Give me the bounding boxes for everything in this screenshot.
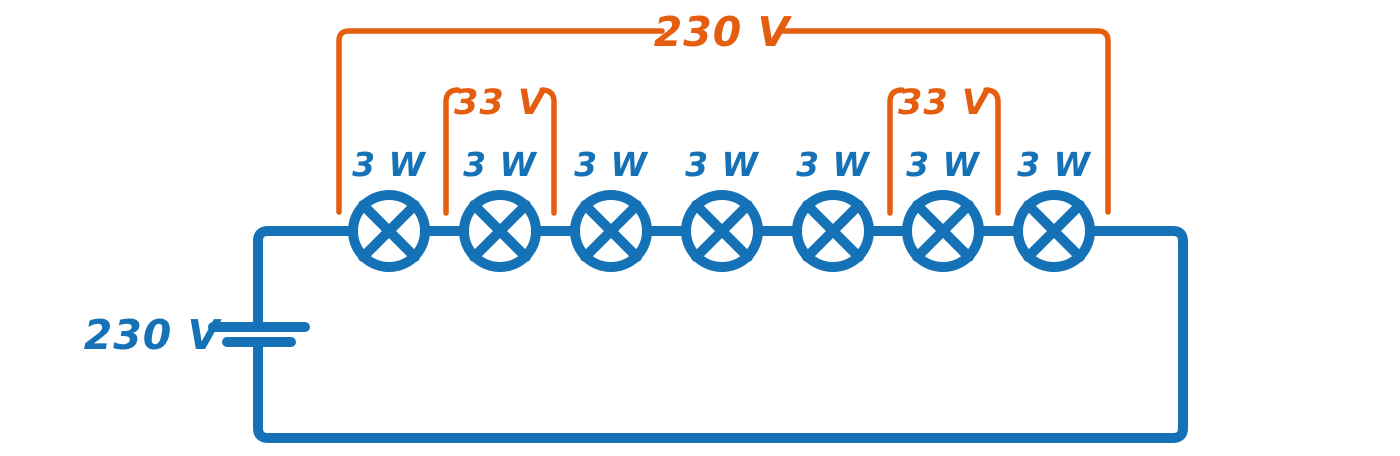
main-circuit bbox=[208, 190, 1188, 443]
lamp-cross-line bbox=[469, 200, 531, 262]
sub-voltage-bracket-2-right bbox=[983, 87, 1001, 216]
sub-voltage-bracket-1-left bbox=[443, 87, 461, 216]
total-voltage-bracket-left bbox=[336, 28, 665, 215]
lamp-power-label-6: 3 W bbox=[906, 145, 980, 184]
sub-voltage-label-1: 33 V bbox=[454, 83, 548, 123]
lamp-cross-line bbox=[580, 200, 642, 262]
lamp-power-label-4: 3 W bbox=[685, 145, 759, 184]
voltage-brackets bbox=[336, 28, 1111, 216]
wire-left-segment bbox=[253, 226, 355, 326]
sub-voltage-label-2: 33 V bbox=[898, 83, 992, 123]
lamp-cross-line bbox=[691, 200, 753, 262]
total-voltage-bracket-right bbox=[779, 28, 1111, 215]
total-voltage-label: 230 V bbox=[654, 8, 793, 56]
lamp-cross-line bbox=[802, 200, 864, 262]
lamp-symbol-7 bbox=[1013, 190, 1095, 272]
sub-voltage-bracket-1-right bbox=[539, 87, 557, 216]
labels: 230 V 33 V 33 V 230 V 3 W 3 W 3 W 3 W 3 … bbox=[84, 8, 1091, 359]
lamp-power-label-5: 3 W bbox=[796, 145, 870, 184]
lamp-cross-line bbox=[912, 200, 974, 262]
wire-bottom-right-segment bbox=[253, 226, 1188, 443]
lamp-symbol-3 bbox=[570, 190, 652, 272]
battery-voltage-label: 230 V bbox=[84, 311, 223, 359]
lamp-symbol-2 bbox=[459, 190, 541, 272]
lamp-power-label-2: 3 W bbox=[463, 145, 537, 184]
lamp-power-label-1: 3 W bbox=[352, 145, 426, 184]
lamp-symbol-5 bbox=[792, 190, 874, 272]
lamp-power-label-7: 3 W bbox=[1017, 145, 1091, 184]
lamp-cross-line bbox=[358, 200, 420, 262]
sub-voltage-bracket-2-left bbox=[887, 87, 905, 216]
lamp-symbol-1 bbox=[348, 190, 430, 272]
lamp-power-label-3: 3 W bbox=[574, 145, 648, 184]
lamp-cross-line bbox=[1023, 200, 1085, 262]
lamp-symbol-6 bbox=[902, 190, 984, 272]
lamp-symbol-4 bbox=[681, 190, 763, 272]
